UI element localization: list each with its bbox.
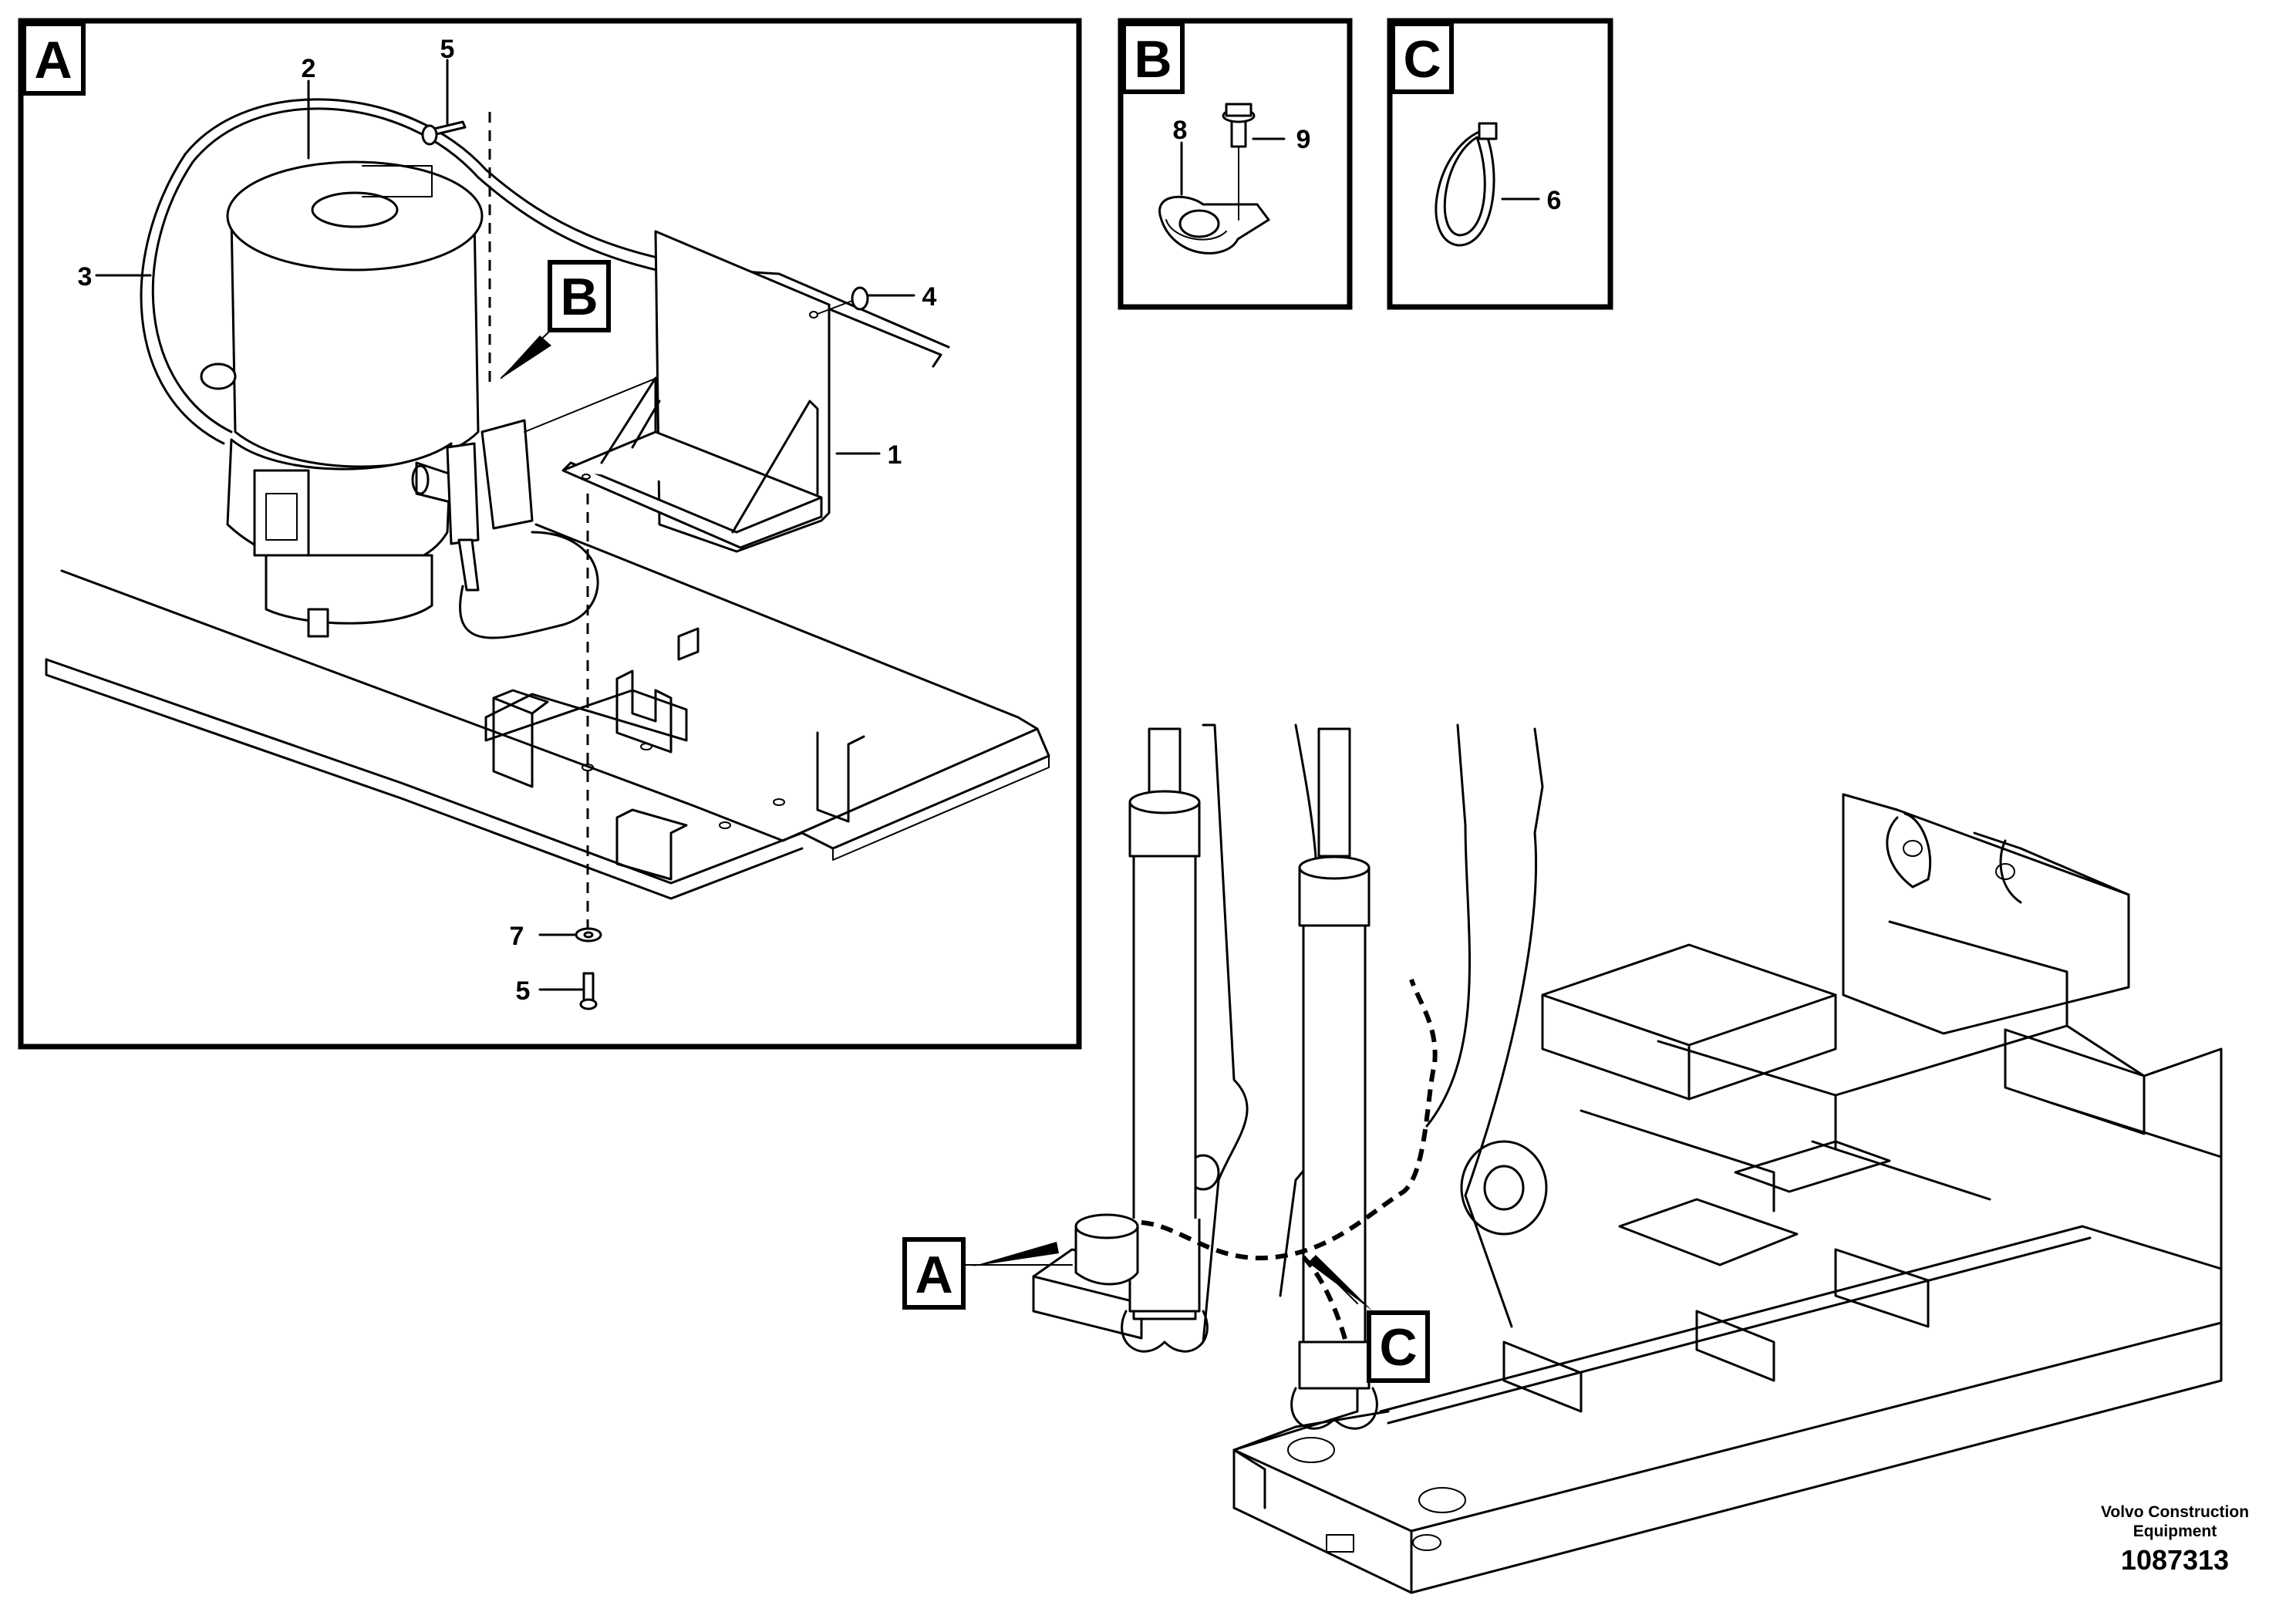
document-number: 1087313: [2120, 1544, 2230, 1576]
detail-b-letter: B: [1134, 30, 1172, 89]
pump-mount-plate: [480, 419, 534, 530]
label-part-8: 8: [1173, 116, 1188, 145]
label-part-2: 2: [302, 54, 316, 83]
detail-b-callout: [548, 260, 611, 332]
detail-c-letter-box: [1391, 22, 1454, 94]
bolt-5-bottom: [582, 972, 595, 1004]
label-part-7: 7: [510, 922, 524, 951]
detail-b-frame: [1118, 18, 1353, 310]
lubrication-pump-icon: [200, 160, 599, 639]
detail-c-callout-letter: C: [1379, 1318, 1417, 1377]
label-part-9: 9: [1296, 125, 1311, 154]
detail-a-callout: [902, 1237, 966, 1310]
label-part-3: 3: [78, 262, 93, 292]
hose-clamp-icon: [1158, 195, 1270, 255]
floor-plate: [45, 523, 1050, 900]
detail-c-letter: C: [1403, 30, 1441, 89]
label-part-1: 1: [888, 440, 902, 470]
detail-a-panel: A: [18, 18, 1082, 1050]
detail-a-frame: [18, 18, 1082, 1050]
detail-b-callout-letter: B: [560, 268, 598, 326]
detail-a-letter-box: [22, 22, 86, 96]
label-part-5-bottom: 5: [516, 976, 531, 1006]
label-part-6: 6: [1547, 186, 1562, 215]
machine-frame-icon: [1032, 723, 2223, 1594]
flange-bolt-icon: [1222, 103, 1256, 221]
label-part-4: 4: [922, 282, 937, 312]
label-part-5-top: 5: [440, 35, 455, 64]
bolt-5-top: [421, 112, 491, 382]
detail-b-letter-box: [1121, 22, 1185, 94]
detail-b-panel: B 8 9: [1118, 18, 1353, 310]
detail-a-letter: A: [34, 31, 72, 89]
detail-a-callout-letter: A: [915, 1246, 952, 1304]
cable-tie-icon: [1435, 122, 1498, 247]
detail-c-frame: [1387, 18, 1613, 310]
mounting-bracket-icon: [561, 230, 831, 553]
hose-loop: [151, 107, 942, 433]
washer-4: [851, 286, 869, 311]
detail-c-panel: C 6: [1387, 18, 1613, 310]
detail-c-callout: [1367, 1310, 1430, 1383]
brand-name: Volvo Construction Equipment: [2100, 1503, 2250, 1540]
